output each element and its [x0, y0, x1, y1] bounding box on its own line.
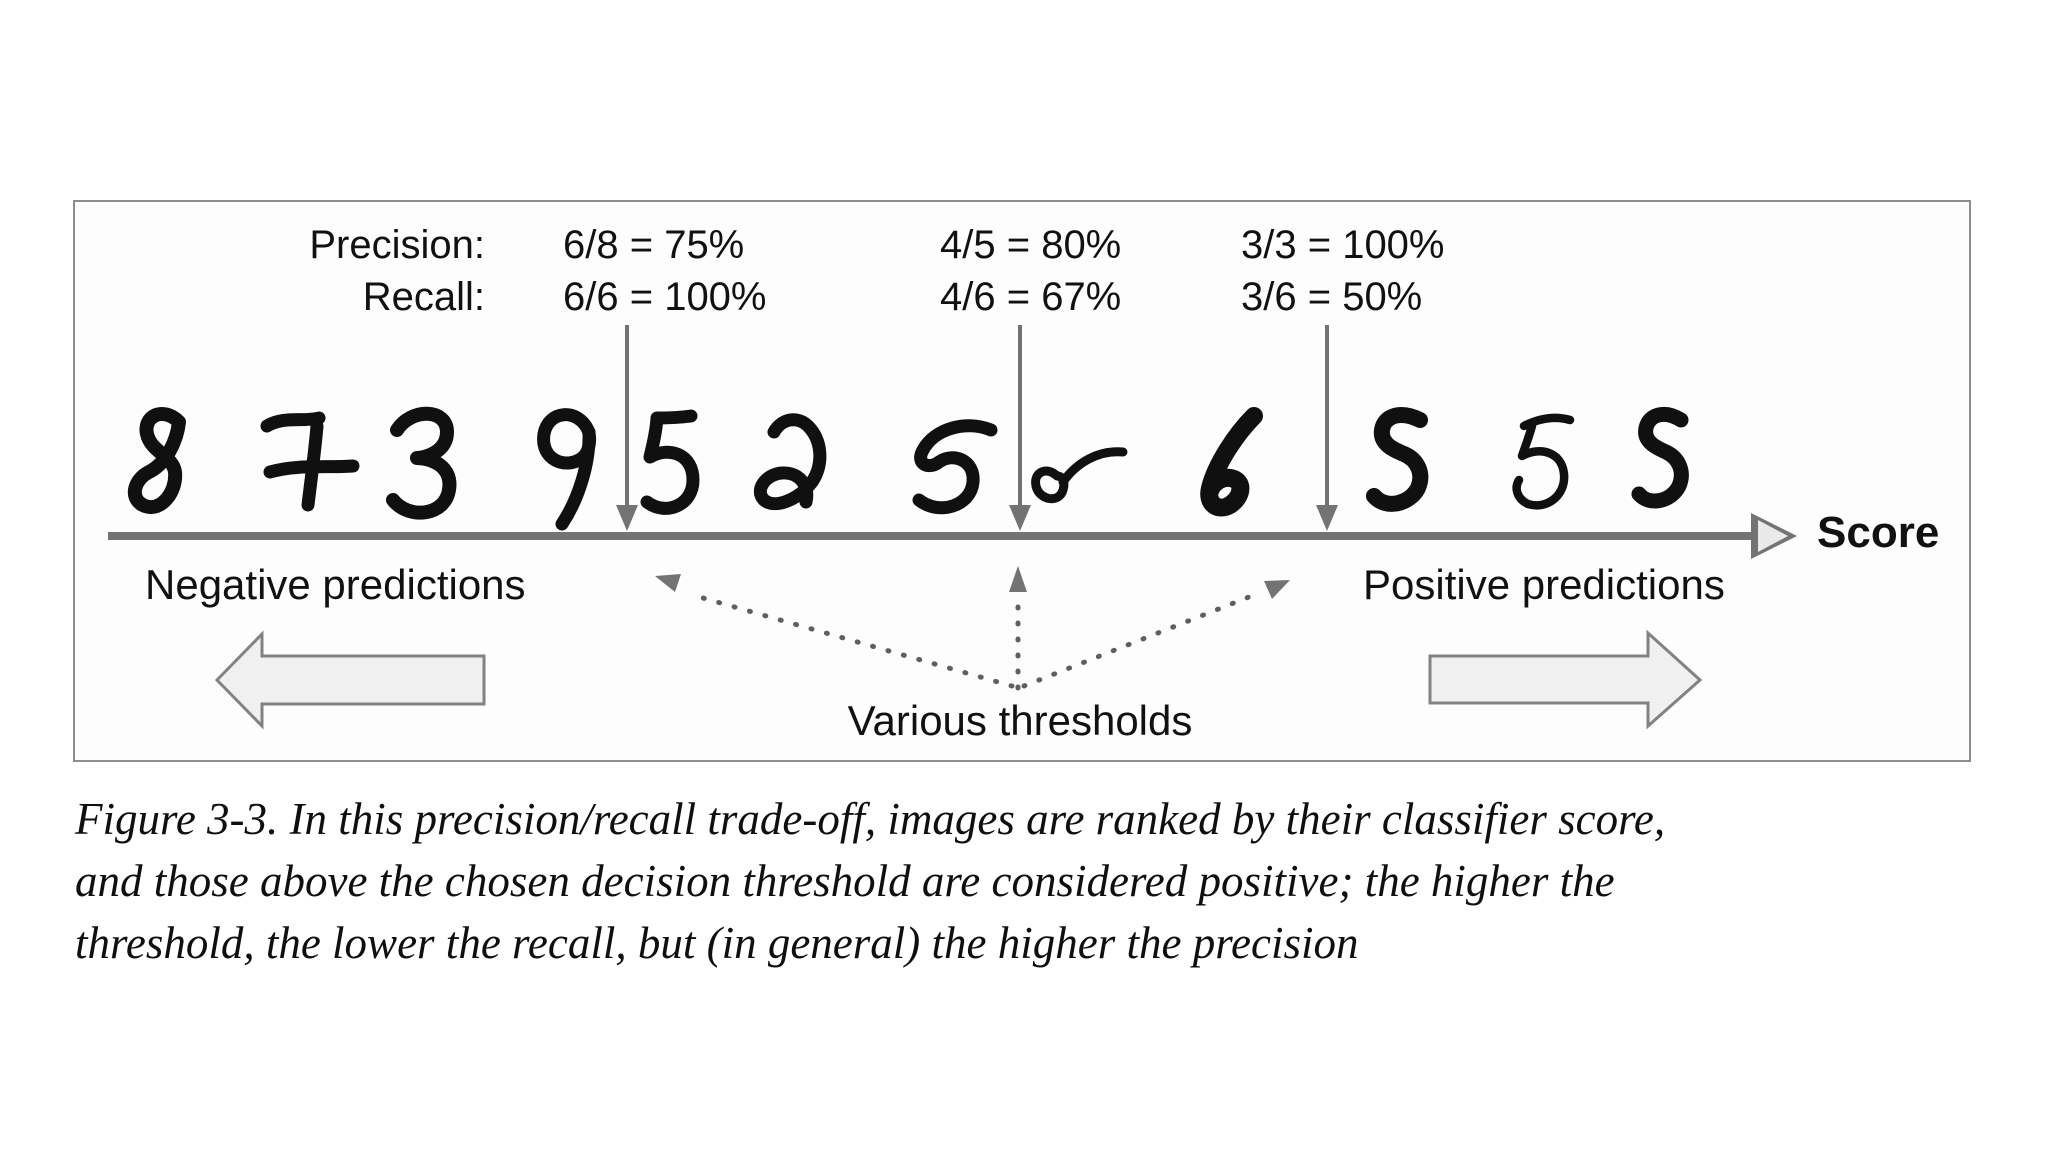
negative-direction-arrow-icon	[214, 630, 486, 730]
mnist-digit-5	[640, 409, 700, 515]
dotted-arrow-left	[655, 574, 1015, 689]
figure-caption: Figure 3-3. In this precision/recall tra…	[75, 788, 1665, 974]
score-axis-arrowhead-inner	[1758, 520, 1788, 552]
dotted-arrow-middle	[1009, 566, 1027, 691]
mnist-digit-7	[260, 411, 360, 512]
threshold-arrow-1	[616, 325, 638, 531]
precision-value-1: 6/8 = 75%	[563, 223, 745, 267]
positive-direction-arrow-icon	[1428, 629, 1703, 730]
mnist-digit-8	[128, 407, 186, 514]
precision-value-3: 3/3 = 100%	[1241, 223, 1445, 267]
mnist-digit-5-bold-2	[1631, 406, 1689, 509]
mnist-digit-9	[537, 408, 597, 531]
mnist-digit-5-flat	[1031, 447, 1128, 504]
diagram-canvas	[108, 325, 1797, 730]
mnist-digit-5-thin	[1512, 413, 1575, 510]
recall-value-1: 6/6 = 100%	[563, 275, 767, 319]
threshold-arrow-3	[1316, 325, 1338, 531]
mnist-digit-5-script	[912, 419, 998, 515]
mnist-digit-2	[753, 413, 827, 511]
caption-line-3: threshold, the lower the recall, but (in…	[75, 918, 1359, 968]
recall-value-2: 4/6 = 67%	[940, 275, 1122, 319]
precision-value-2: 4/5 = 80%	[940, 223, 1122, 267]
recall-value-3: 3/6 = 50%	[1241, 275, 1423, 319]
caption-line-2: and those above the chosen decision thre…	[75, 856, 1615, 906]
various-thresholds-label: Various thresholds	[847, 697, 1193, 744]
positive-predictions-label: Positive predictions	[1363, 561, 1725, 608]
precision-label: Precision:	[309, 223, 485, 267]
caption-line-1: Figure 3-3. In this precision/recall tra…	[75, 794, 1666, 844]
figure-3-3-diagram: Precision: 6/8 = 75% 4/5 = 80% 3/3 = 100…	[73, 200, 1971, 762]
mnist-digit-5-bold	[1366, 407, 1429, 512]
mnist-digit-6	[1200, 407, 1263, 517]
threshold-arrow-2	[1009, 325, 1031, 531]
mnist-digit-3	[386, 406, 457, 520]
dotted-arrow-right	[1021, 580, 1290, 689]
negative-predictions-label: Negative predictions	[145, 561, 526, 608]
recall-label: Recall:	[362, 275, 485, 319]
score-axis-label: Score	[1817, 508, 1940, 557]
